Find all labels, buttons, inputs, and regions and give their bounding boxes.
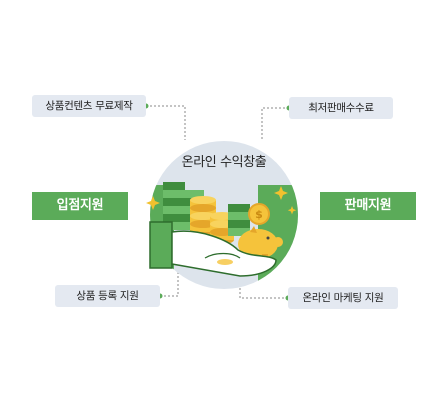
box-left: 입점지원 xyxy=(32,192,128,220)
sparkle-icon xyxy=(146,186,297,215)
connector-top-right xyxy=(261,107,289,140)
diagram-title: 온라인 수익창출 xyxy=(181,155,267,170)
connector-bottom-left xyxy=(160,270,179,297)
box-right: 판매지원 xyxy=(320,192,416,220)
money-stack-right-icon xyxy=(228,204,250,236)
dollar-coin-icon: $ xyxy=(248,203,270,225)
svg-text:$: $ xyxy=(255,208,263,221)
connector-top-left xyxy=(146,105,186,140)
hand-icon xyxy=(149,221,277,277)
label-top-left: 상품컨텐츠 무료제작 xyxy=(32,95,146,117)
label-top-right: 최저판매수수료 xyxy=(289,97,393,119)
label-bottom-left: 상품 등록 지원 xyxy=(55,285,160,307)
label-bottom-right: 온라인 마케팅 지원 xyxy=(288,287,398,309)
